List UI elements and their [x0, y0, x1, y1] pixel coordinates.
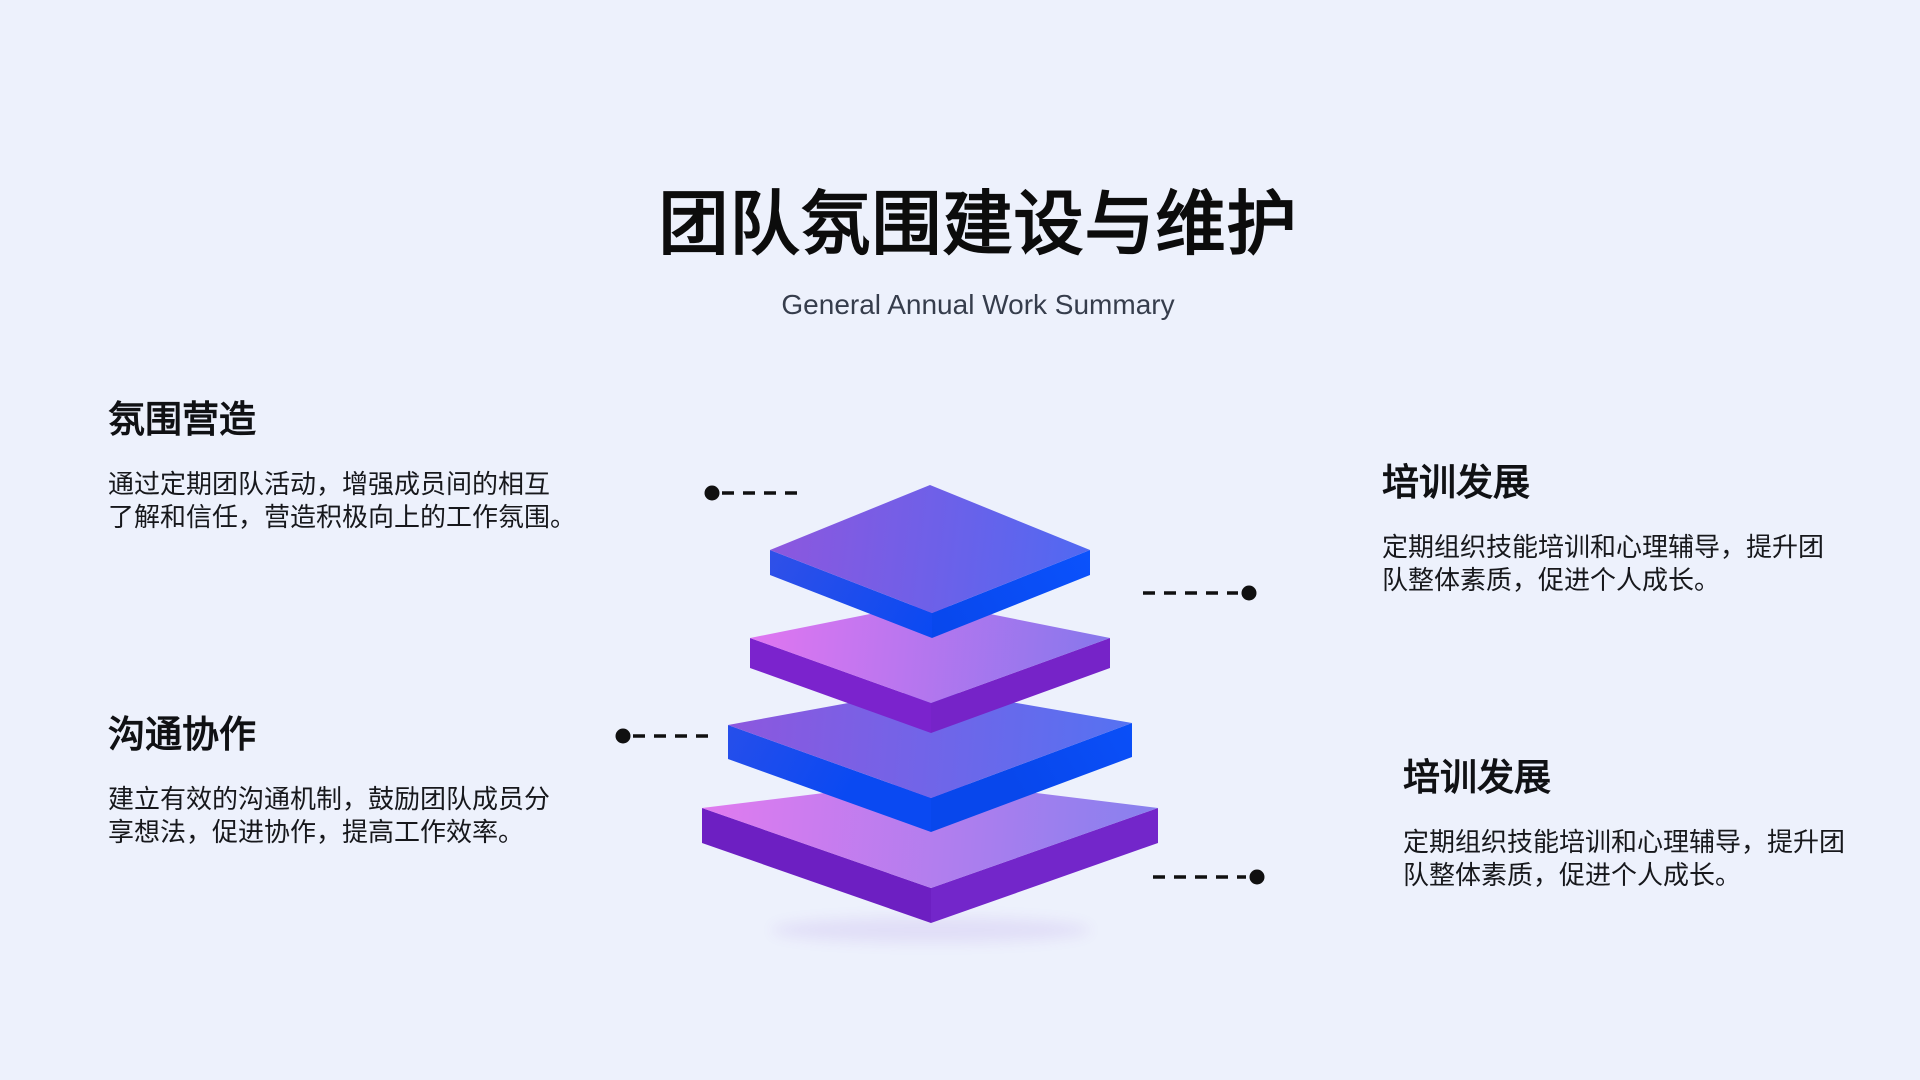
- desc-line: 队整体素质，促进个人成长。: [1403, 860, 1742, 890]
- connector-bottom-right: [1153, 869, 1265, 885]
- callout-communication-title: 沟通协作: [108, 714, 256, 755]
- desc-line: 队整体素质，促进个人成长。: [1382, 565, 1721, 595]
- slide-title: 团队氛围建设与维护: [658, 185, 1298, 263]
- pyramid-layer-3: [728, 688, 1132, 832]
- callout-training-top-desc: 定期组织技能培训和心理辅导，提升团 队整体素质，促进个人成长。: [1382, 531, 1842, 597]
- desc-line: 通过定期团队活动，增强成员间的相互: [108, 469, 551, 499]
- callout-training-top-title: 培训发展: [1382, 462, 1530, 503]
- connector-top-right: [1143, 585, 1257, 601]
- pyramid-layer-2: [750, 602, 1110, 733]
- callout-atmosphere-title: 氛围营造: [108, 399, 256, 440]
- desc-line: 定期组织技能培训和心理辅导，提升团: [1382, 532, 1825, 562]
- callout-training-bottom-title: 培训发展: [1403, 757, 1551, 798]
- pyramid-layer-1: [770, 485, 1090, 638]
- desc-line: 建立有效的沟通机制，鼓励团队成员分: [108, 784, 551, 814]
- callout-communication: 沟通协作 建立有效的沟通机制，鼓励团队成员分 享想法，促进协作，提高工作效率。: [108, 713, 578, 849]
- slide-subtitle: General Annual Work Summary: [781, 289, 1175, 320]
- desc-line: 定期组织技能培训和心理辅导，提升团: [1403, 827, 1846, 857]
- connector-top-left: [704, 485, 800, 501]
- pyramid-layer-4: [702, 780, 1158, 923]
- callout-training-top: 培训发展 定期组织技能培训和心理辅导，提升团 队整体素质，促进个人成长。: [1382, 461, 1842, 597]
- pyramid-shadow: [771, 917, 1091, 943]
- callout-training-bottom-desc: 定期组织技能培训和心理辅导，提升团 队整体素质，促进个人成长。: [1403, 826, 1863, 892]
- callout-training-bottom: 培训发展 定期组织技能培训和心理辅导，提升团 队整体素质，促进个人成长。: [1403, 756, 1863, 892]
- desc-line: 了解和信任，营造积极向上的工作氛围。: [108, 502, 577, 532]
- desc-line: 享想法，促进协作，提高工作效率。: [108, 817, 525, 847]
- callout-communication-desc: 建立有效的沟通机制，鼓励团队成员分 享想法，促进协作，提高工作效率。: [108, 783, 578, 849]
- callout-atmosphere: 氛围营造 通过定期团队活动，增强成员间的相互 了解和信任，营造积极向上的工作氛围…: [108, 398, 578, 534]
- connector-mid-left: [615, 728, 717, 744]
- pyramid-diagram: [560, 460, 1320, 980]
- pyramid-svg: [615, 485, 1265, 943]
- callout-atmosphere-desc: 通过定期团队活动，增强成员间的相互 了解和信任，营造积极向上的工作氛围。: [108, 468, 578, 534]
